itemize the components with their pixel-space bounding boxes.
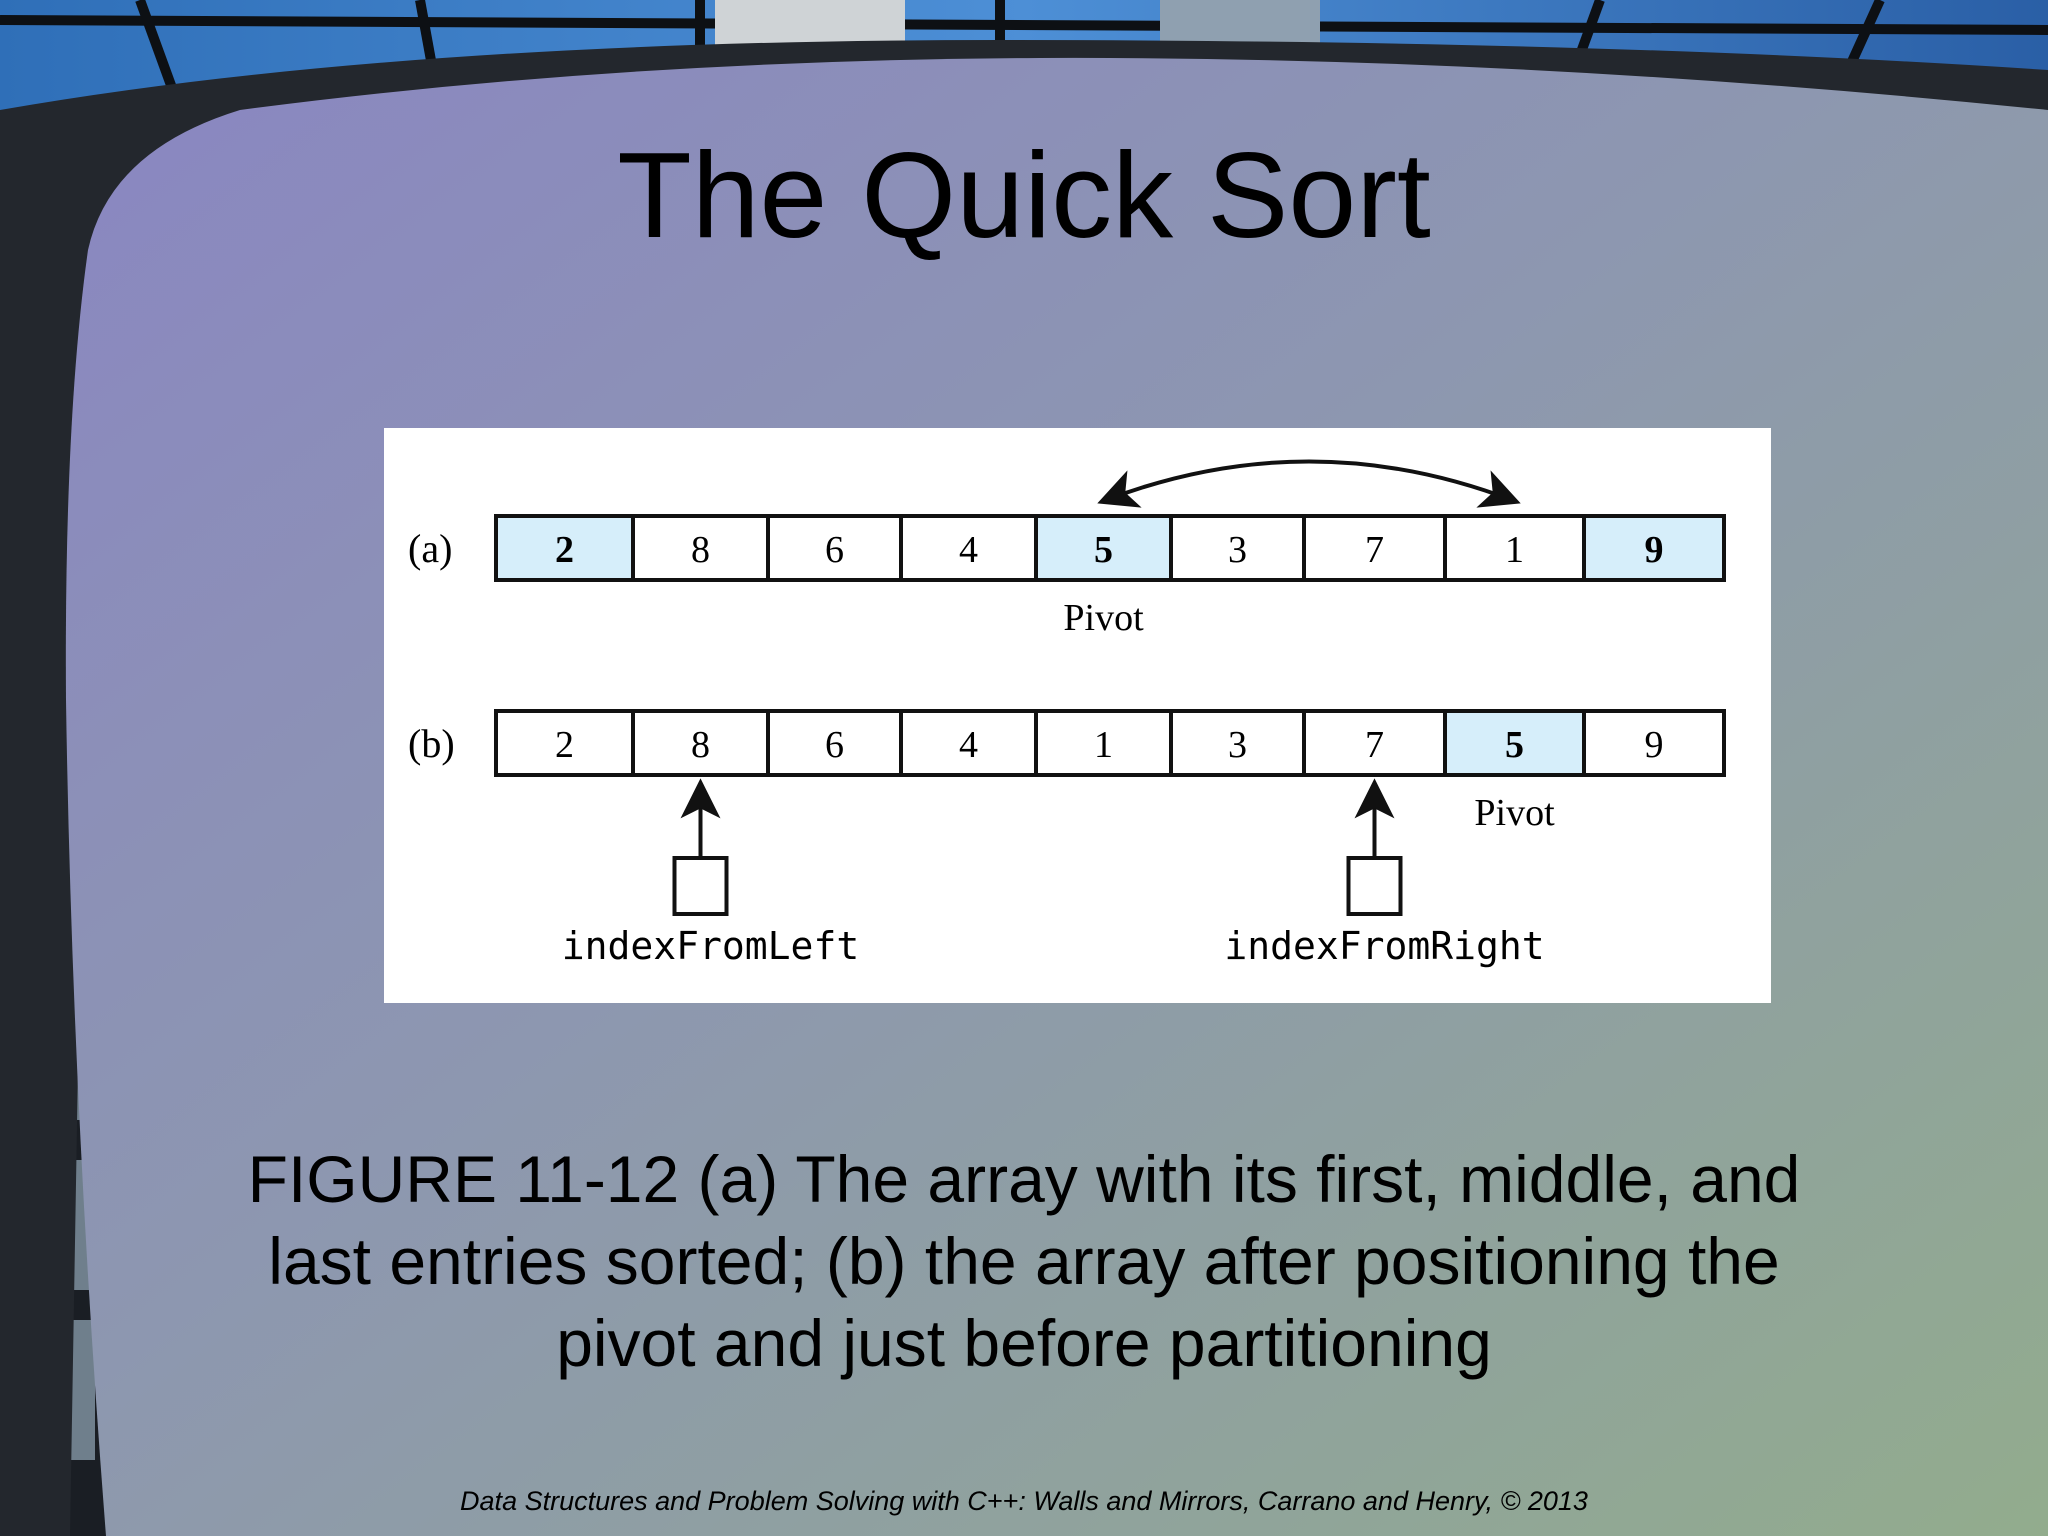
row-a-cell-value: 2 (555, 529, 574, 571)
figure-caption: FIGURE 11-12 (a) The array with its firs… (247, 1142, 1801, 1380)
row-b-cell-value: 2 (555, 724, 574, 766)
footer-citation: Data Structures and Problem Solving with… (460, 1486, 1588, 1516)
row-b-cell-value: 7 (1365, 724, 1384, 766)
row-a-cell-value: 1 (1505, 529, 1524, 571)
index-box (672, 856, 729, 916)
row-a-cell (494, 514, 635, 582)
row-a-label: (a) (408, 526, 452, 571)
row-a-cell (631, 514, 770, 582)
index-from-left-label: indexFromLeft (562, 924, 859, 968)
row-b-cell-value: 4 (959, 724, 978, 766)
row-a-cell (899, 514, 1038, 582)
row-b-cell (766, 709, 903, 777)
row-b-cell-value: 6 (825, 724, 844, 766)
swap-arrow (1097, 459, 1521, 508)
row-b-cell (899, 709, 1038, 777)
row-b-cell-value: 9 (1645, 724, 1664, 766)
slide-title: The Quick Sort (617, 127, 1431, 263)
row-b-cell-value: 5 (1505, 724, 1524, 766)
row-a-cell-value: 9 (1645, 529, 1664, 571)
row-b-cell (1302, 709, 1447, 777)
row-b-cell (1582, 709, 1726, 777)
index-box (1346, 856, 1403, 916)
index-from-right-label: indexFromRight (1224, 924, 1544, 968)
row-a-cell-value: 6 (825, 529, 844, 571)
row-a-cell-value: 7 (1365, 529, 1384, 571)
row-a-cell-value: 4 (959, 529, 978, 571)
row-a-cell (1582, 514, 1726, 582)
row-b-cell (494, 709, 635, 777)
row-b-cell-value: 1 (1094, 724, 1113, 766)
row-b-cell (1169, 709, 1306, 777)
row-a-cell-value: 5 (1094, 529, 1113, 571)
row-a-cell-value: 8 (691, 529, 710, 571)
row-a-pivot-label: Pivot (1063, 597, 1144, 639)
row-a-cell-value: 3 (1228, 529, 1247, 571)
row-b-label: (b) (408, 721, 455, 766)
row-a-cell (766, 514, 903, 582)
row-b-cell-value: 3 (1228, 724, 1247, 766)
row-b-cell-value: 8 (691, 724, 710, 766)
row-b-pivot-label: Pivot (1474, 792, 1555, 834)
